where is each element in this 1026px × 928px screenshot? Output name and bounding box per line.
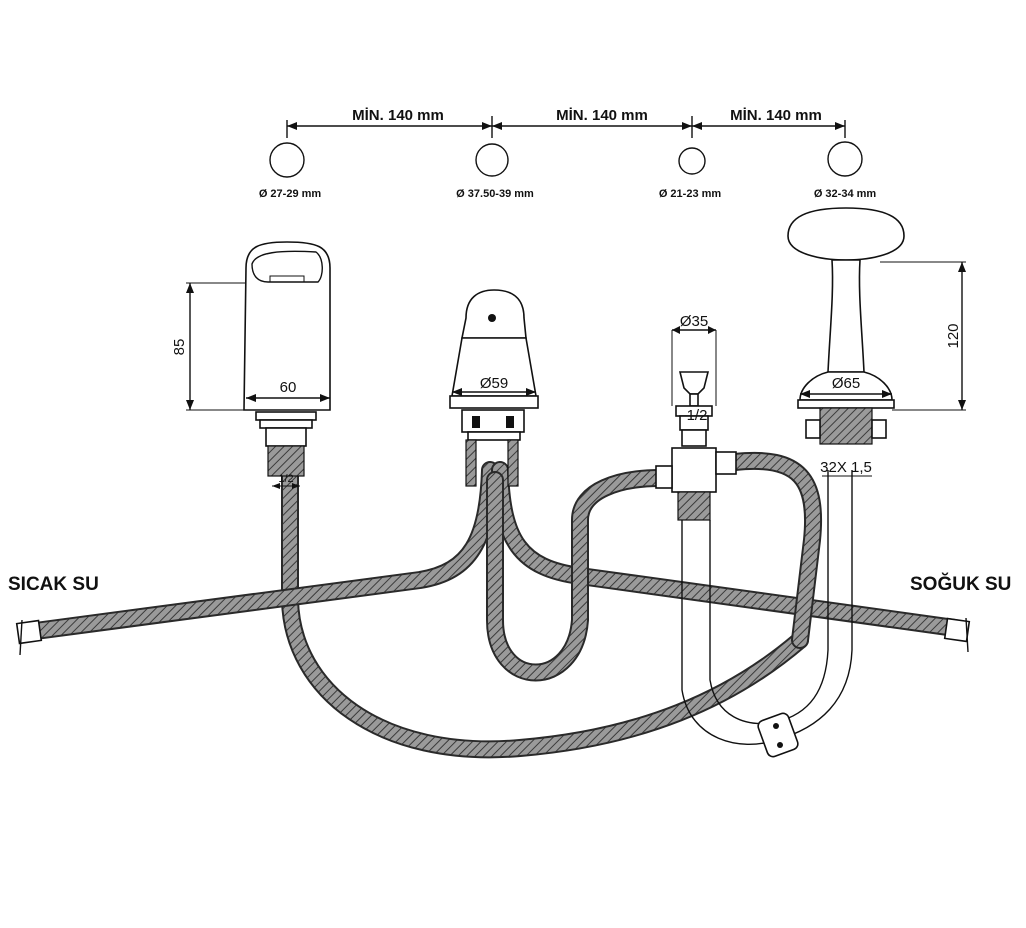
diverter-thread-dimension: 1/2: [687, 407, 708, 424]
diverter-valve-block: [671, 447, 717, 493]
hole-shower: [827, 141, 863, 177]
diverter-diameter-dimension: Ø35: [680, 313, 708, 330]
hole-mixer-diameter: Ø 37.50-39 mm: [456, 188, 534, 200]
mixer-indicator-dot: [488, 314, 496, 322]
hot-water-label: SICAK SU: [8, 574, 99, 595]
hole-spacing-dimensions: MİN. 140 mm MİN. 140 mm MİN. 140 mm: [286, 107, 846, 138]
spout-height-dimension: 85: [171, 339, 188, 356]
spout-thread-dimension: 1/2: [278, 473, 293, 485]
mounting-holes: Ø 27-29 mm Ø 37.50-39 mm Ø 21-23 mm Ø 32…: [259, 141, 877, 200]
hot-water-connector: [15, 619, 43, 656]
hoses: [19, 451, 964, 759]
hole-spout-diameter: Ø 27-29 mm: [259, 188, 322, 200]
shower-base-diameter-dimension: Ø65: [832, 375, 860, 392]
hole-diverter: [678, 147, 706, 175]
cold-water-connector: [943, 617, 971, 653]
hose-spout-loop: [281, 461, 809, 759]
hand-shower-unit: 120 Ø65 32X 1,5: [787, 207, 966, 477]
diverter-unit: Ø35 1/2: [655, 313, 737, 521]
shower-height-dimension: 120: [945, 323, 962, 348]
hose-cold-water: [491, 461, 964, 637]
hole-diverter-diameter: Ø 21-23 mm: [659, 188, 722, 200]
spacing-label-1: MİN. 140 mm: [352, 107, 444, 124]
cold-water-label: SOĞUK SU: [910, 573, 1011, 595]
hose-fittings: [15, 617, 971, 758]
spacing-label-2: MİN. 140 mm: [556, 107, 648, 124]
hole-spout: [269, 142, 305, 178]
spout-unit: 85 60 1/2: [171, 241, 331, 489]
shower-hose-clip: [757, 712, 799, 758]
spout-width-dimension: 60: [280, 379, 297, 396]
shower-thread-dimension: 32X 1,5: [820, 459, 872, 476]
spacing-label-3: MİN. 140 mm: [730, 107, 822, 124]
hole-mixer: [475, 143, 509, 177]
hole-shower-diameter: Ø 32-34 mm: [814, 188, 877, 200]
mixer-diameter-dimension: Ø59: [480, 375, 508, 392]
mixer-unit: Ø59: [449, 289, 539, 487]
